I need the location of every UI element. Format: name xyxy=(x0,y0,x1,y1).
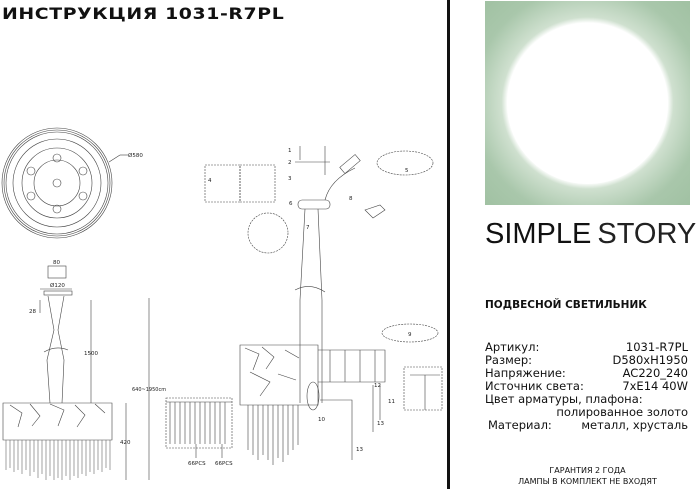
logo-circle xyxy=(507,23,668,184)
crystal-rods-detail xyxy=(165,397,233,458)
spec-row: Артикул: 1031-R7PL xyxy=(485,341,688,354)
brand-name-bold: SIMPLE xyxy=(485,218,592,250)
crystal-count-a: 66PCS xyxy=(188,461,206,467)
spec-row: Источник света: 7xE14 40W xyxy=(485,380,688,393)
spec-row: полированное золото xyxy=(485,406,688,419)
top-view-drawing xyxy=(1,127,128,239)
warranty-note: ГАРАНТИЯ 2 ГОДА xyxy=(549,466,626,475)
spec-value: 1031-R7PL xyxy=(625,340,688,354)
body-height-label: 420 xyxy=(120,440,131,446)
step-8: 8 xyxy=(349,196,353,202)
spec-list: Артикул: 1031-R7PL Размер: D580xH1950 Напр… xyxy=(485,341,688,432)
step-11: 11 xyxy=(388,399,395,405)
canopy-diameter-label: Ø120 xyxy=(50,282,65,289)
cable-length-label: 1500 xyxy=(84,351,98,357)
top-diameter-label: Ø580 xyxy=(128,152,143,159)
vertical-divider xyxy=(447,0,450,489)
step-5: 5 xyxy=(405,168,409,174)
step-9: 9 xyxy=(408,332,412,338)
product-type: ПОДВЕСНОЙ СВЕТИЛЬНИК xyxy=(485,299,647,311)
spec-row: Материал: металл, хрусталь xyxy=(485,419,688,432)
spec-label: Артикул: xyxy=(485,340,540,354)
spec-value: 7xE14 40W xyxy=(622,379,688,393)
spec-label: Размер: xyxy=(485,353,533,367)
step-12: 12 xyxy=(374,383,381,389)
crystal-count-b: 66PCS xyxy=(215,461,233,467)
side-view-drawing xyxy=(2,265,150,480)
brand-logo xyxy=(485,1,690,205)
spec-label: Напряжение: xyxy=(485,366,566,380)
step-7: 7 xyxy=(306,225,310,231)
total-height-label: 640~1950cm xyxy=(132,387,166,393)
spec-value: D580xH1950 xyxy=(612,353,688,367)
spec-label: Материал: xyxy=(488,418,552,432)
step-3: 3 xyxy=(288,176,292,182)
spec-row: Напряжение: AC220_240 xyxy=(485,367,688,380)
brand-name-light: STORY xyxy=(597,218,697,250)
footer-notes: ГАРАНТИЯ 2 ГОДА ЛАМПЫ В КОМПЛЕКТ НЕ ВХОД… xyxy=(485,465,690,487)
canopy-height-label: 28 xyxy=(29,309,36,315)
step-2: 2 xyxy=(288,160,292,166)
step-1: 1 xyxy=(288,148,292,154)
spec-label: Цвет арматуры, плафона: xyxy=(485,392,643,406)
step-6: 6 xyxy=(289,201,293,207)
lamps-note: ЛАМПЫ В КОМПЛЕКТ НЕ ВХОДЯТ xyxy=(518,477,657,486)
bracket-width-label: 80 xyxy=(53,260,60,266)
spec-value: металл, хрусталь xyxy=(581,418,688,432)
spec-row: Размер: D580xH1950 xyxy=(485,354,688,367)
spec-value: полированное золото xyxy=(556,405,688,419)
spec-label: Источник света: xyxy=(485,379,584,393)
step-13b: 13 xyxy=(356,447,363,453)
technical-drawing: Ø580 80 Ø120 28 1500 420 640~1950cm 66PC… xyxy=(1,127,443,480)
step-4: 4 xyxy=(208,178,212,184)
step-13a: 13 xyxy=(377,421,384,427)
assembly-diagram xyxy=(204,146,443,465)
spec-row: Цвет арматуры, плафона: xyxy=(485,393,688,406)
page-title: ИНСТРУКЦИЯ 1031-R7PL xyxy=(2,4,285,23)
step-10: 10 xyxy=(318,417,325,423)
spec-value: AC220_240 xyxy=(622,366,688,380)
